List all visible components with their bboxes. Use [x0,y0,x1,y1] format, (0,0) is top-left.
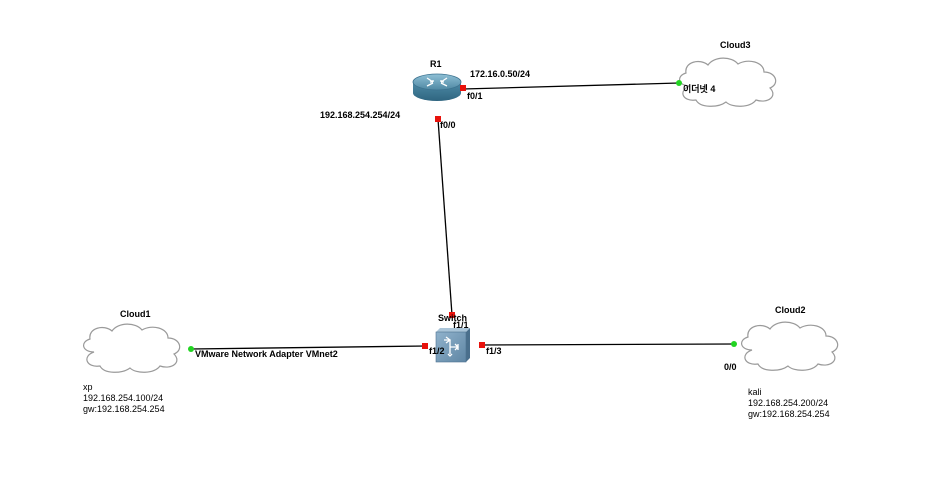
port-sw-f11[interactable] [449,312,455,318]
r1-f01-port-label: f0/1 [467,91,483,101]
router-r1-node[interactable] [412,73,462,101]
port-cloud2[interactable] [731,341,737,347]
r1-f00-address: 192.168.254.254/24 [320,110,401,120]
link-r1-switch[interactable] [437,118,453,316]
link-switch-cloud2[interactable] [481,343,735,346]
sw-f13-port-label: f1/3 [486,346,502,356]
switch-icon [435,328,470,363]
note-kali: kali 192.168.254.200/24 gw:192.168.254.2… [748,387,830,420]
note-xp-line: gw:192.168.254.254 [83,404,165,414]
cloud-icon [83,323,181,373]
port-cloud1[interactable] [188,346,194,352]
r1-f00-port-label: f0/0 [440,120,456,130]
port-cloud3[interactable] [676,80,682,86]
router-icon [412,73,462,101]
port-r1-f01[interactable] [460,85,466,91]
cloud3-node[interactable] [679,57,777,107]
cloud2-port-label: 0/0 [724,362,737,372]
note-xp-line: 192.168.254.100/24 [83,393,164,403]
note-xp-line: xp [83,382,93,392]
r1-f01-address: 172.16.0.50/24 [470,69,531,79]
link-cloud1-switch[interactable] [190,345,427,350]
port-sw-f13[interactable] [479,342,485,348]
note-kali-line: 192.168.254.200/24 [748,398,829,408]
cloud2-node[interactable] [741,321,839,371]
note-kali-line: gw:192.168.254.254 [748,409,830,419]
router-label: R1 [430,59,442,69]
sw-f12-port-label: f1/2 [429,346,445,356]
cloud3-label: Cloud3 [720,40,751,50]
cloud1-node[interactable] [83,323,181,373]
note-kali-line: kali [748,387,762,397]
cloud2-label: Cloud2 [775,305,806,315]
cloud3-port-label: 이더넷 4 [683,84,716,94]
link-r1-cloud3[interactable] [462,82,680,90]
cloud-icon [679,57,777,107]
port-sw-f12[interactable] [422,343,428,349]
note-xp: xp 192.168.254.100/24 gw:192.168.254.254 [83,382,165,415]
switch-node[interactable] [435,328,470,363]
cloud-icon [741,321,839,371]
cloud1-port-label: VMware Network Adapter VMnet2 [195,349,338,359]
sw-f11-port-label: f1/1 [453,320,469,330]
port-r1-f00[interactable] [435,116,441,122]
cloud1-label: Cloud1 [120,309,151,319]
switch-label: Switch [438,313,468,323]
